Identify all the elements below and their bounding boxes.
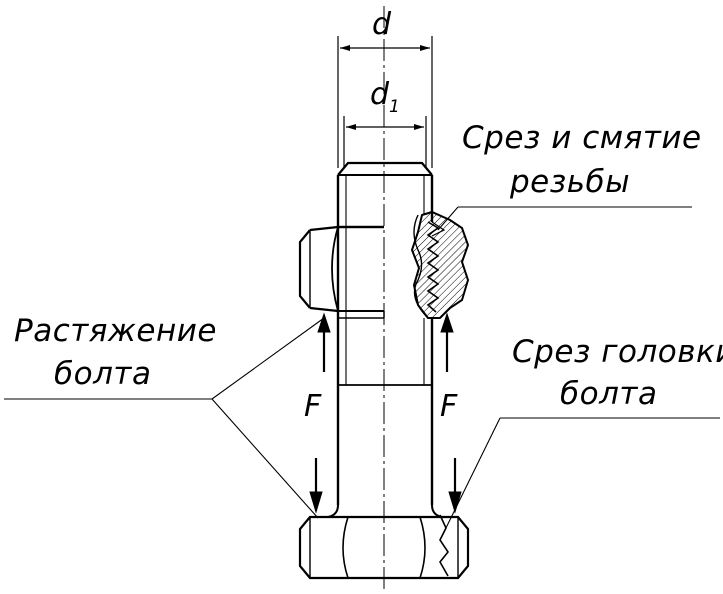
force-label-left: F — [304, 389, 322, 424]
bolt-head — [298, 514, 470, 580]
dimension-d — [337, 36, 433, 168]
force-label-right: F — [440, 389, 458, 424]
force-arrows — [309, 312, 462, 514]
label-thread-failure-line1: Срез и смятие — [462, 120, 702, 156]
nut — [298, 225, 384, 313]
label-tension-line1: Растяжение — [14, 313, 217, 349]
label-thread-failure-line2: резьбы — [509, 164, 630, 200]
dimension-d1 — [343, 116, 427, 168]
thread-section — [410, 210, 470, 319]
leader-thread-failure — [437, 206, 692, 231]
leader-tension — [4, 317, 325, 519]
label-tension-line2: болта — [54, 356, 151, 392]
label-head-shear-line1: Срез головки — [512, 334, 723, 370]
nut-faces — [338, 226, 385, 319]
label-head-shear-line2: болта — [560, 376, 657, 412]
dimension-d-label: d — [372, 7, 392, 42]
leader-head-shear — [443, 417, 720, 533]
dimension-d1-label: d1 — [370, 77, 400, 117]
